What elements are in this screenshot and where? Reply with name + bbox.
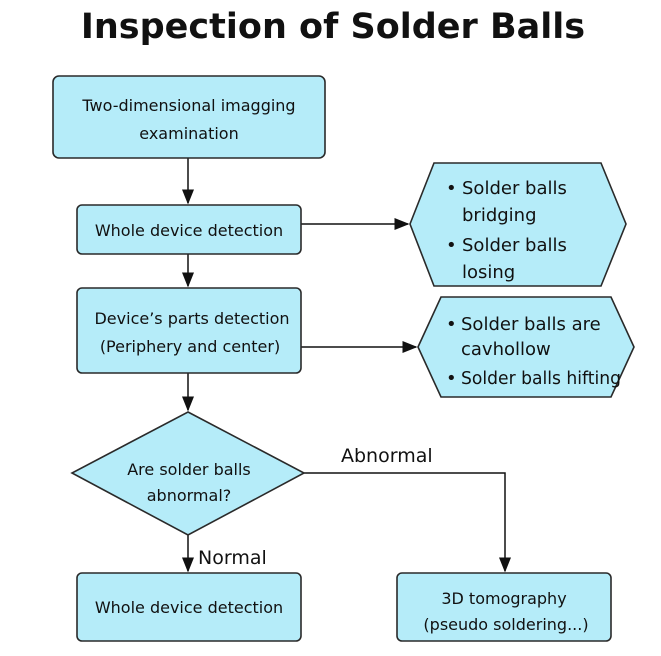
- node-text: Two-dimensional imagging: [81, 96, 295, 115]
- node-imaging-examination: Two-dimensional imagging examination: [52, 75, 326, 159]
- node-whole-device-detection: Whole device detection: [76, 204, 302, 255]
- node-text: Whole device detection: [95, 221, 283, 240]
- list-item: Solder balls hifting: [461, 368, 621, 389]
- node-text: Are solder balls: [127, 460, 251, 479]
- bullet-icon: •: [446, 314, 457, 335]
- node-text: Whole device detection: [95, 598, 283, 617]
- list-item: Solder balls: [462, 178, 567, 199]
- list-item: cavhollow: [461, 339, 551, 360]
- bullet-icon: •: [446, 178, 457, 199]
- node-text: 3D tomography: [441, 589, 566, 608]
- list-item: Solder balls: [462, 235, 567, 256]
- bullet-icon: •: [446, 235, 457, 256]
- node-defects-hollow-shifting: • Solder balls are cavhollow • Solder ba…: [417, 296, 635, 398]
- list-item: Solder balls are: [461, 314, 601, 335]
- node-3d-tomography: 3D tomography (pseudo soldering...): [396, 572, 612, 642]
- list-item: losing: [462, 262, 515, 283]
- bullet-icon: •: [446, 368, 457, 389]
- list-item: bridging: [462, 205, 537, 226]
- edge-label-abnormal: Abnormal: [341, 445, 433, 467]
- node-whole-device-detection-normal: Whole device detection: [76, 572, 302, 642]
- edge-label-normal: Normal: [198, 547, 267, 569]
- node-text: (pseudo soldering...): [423, 615, 588, 634]
- diagram-title: Inspection of Solder Balls: [81, 7, 585, 47]
- node-text: (Periphery and center): [100, 337, 280, 356]
- node-decision-abnormal: Are solder balls abnormal?: [70, 411, 306, 536]
- node-defects-bridging-losing: • Solder balls bridging • Solder balls l…: [409, 162, 627, 287]
- node-text: Device’s parts detection: [94, 309, 289, 328]
- node-text: abnormal?: [147, 486, 232, 505]
- node-parts-detection: Device’s parts detection (Periphery and …: [76, 287, 302, 374]
- arrow-abnormal: [304, 472, 511, 573]
- node-text: examination: [139, 124, 238, 143]
